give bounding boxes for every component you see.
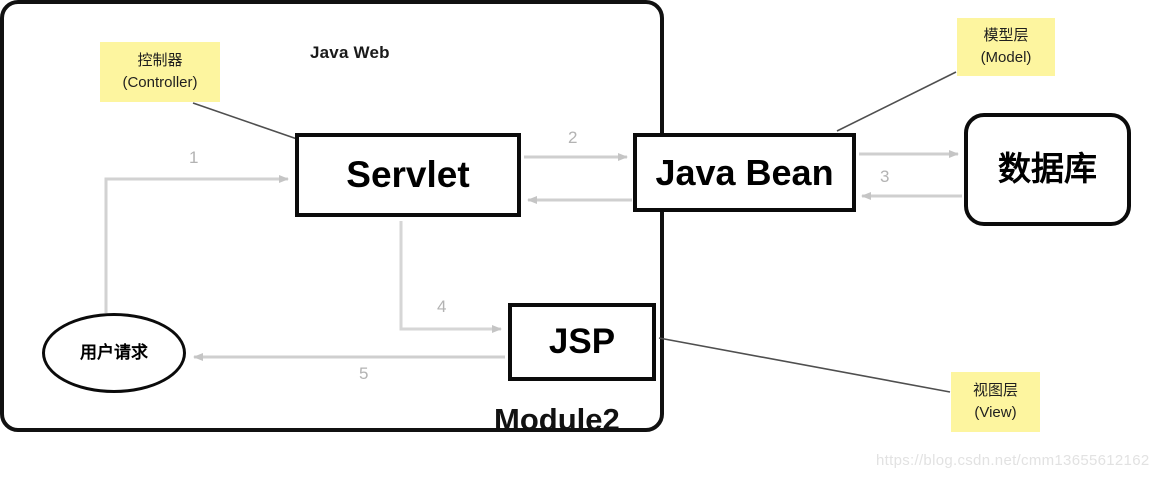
node-jsp[interactable]: JSP: [508, 303, 656, 381]
edge-label-5: 5: [359, 364, 369, 383]
module2-label: Module2: [494, 402, 620, 437]
node-database[interactable]: 数据库: [964, 113, 1131, 226]
annotation-view-line1: 视图层: [972, 381, 1018, 399]
annotation-view-line2: (View): [974, 403, 1017, 421]
node-servlet[interactable]: Servlet: [295, 133, 521, 217]
edge-label-1: 1: [189, 148, 199, 167]
annotation-model-line2: (Model): [980, 48, 1032, 66]
leader-line-view: [658, 337, 951, 393]
annotation-model-line1: 模型层: [983, 26, 1029, 44]
edge-3-javabean-to-database: [859, 150, 962, 200]
node-java-bean[interactable]: Java Bean: [633, 133, 856, 212]
leader-line-model: [836, 71, 957, 132]
java-web-container: [0, 0, 664, 432]
node-user-request[interactable]: 用户请求: [42, 313, 186, 393]
java-web-title: Java Web: [310, 43, 390, 62]
watermark-text: https://blog.csdn.net/cmm13655612162: [876, 452, 1150, 469]
annotation-view: 视图层 (View): [951, 372, 1040, 432]
annotation-controller: 控制器 (Controller): [100, 42, 220, 102]
edge-label-3: 3: [880, 167, 890, 186]
annotation-controller-line1: 控制器: [137, 51, 183, 69]
annotation-controller-line2: (Controller): [122, 73, 198, 91]
edge-label-4: 4: [437, 297, 447, 316]
edge-label-2: 2: [568, 128, 578, 147]
annotation-model: 模型层 (Model): [957, 18, 1055, 76]
